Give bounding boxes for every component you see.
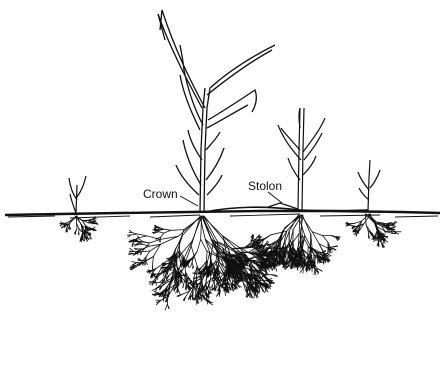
daughter-plant-right: [278, 108, 325, 210]
crown-pointer: [180, 196, 198, 206]
seedling-left: [69, 176, 86, 213]
roots: [60, 214, 401, 310]
stolon-label: Stolon: [248, 180, 282, 192]
stolon-pointer: [268, 192, 282, 203]
crown-label: Crown: [143, 188, 178, 200]
seedling-right: [358, 160, 380, 211]
ground-line: [5, 211, 440, 215]
